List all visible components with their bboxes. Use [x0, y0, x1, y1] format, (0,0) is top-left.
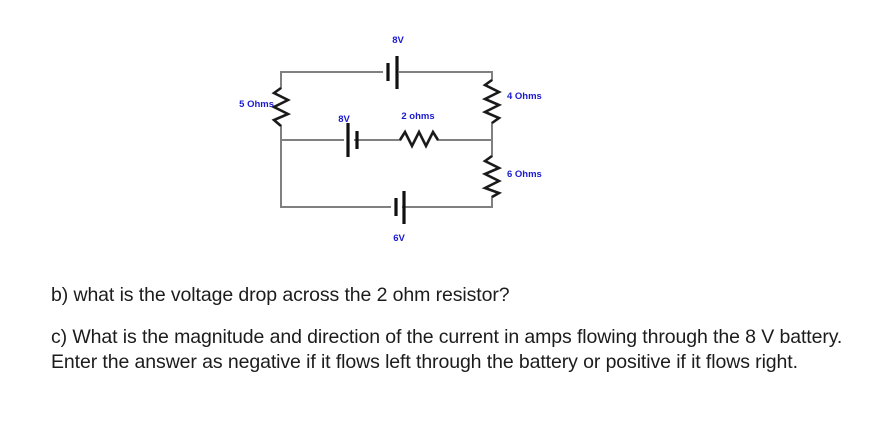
question-part-c: c) What is the magnitude and direction o…	[51, 325, 843, 374]
right-bottom-resistor-label: 6 Ohms	[507, 169, 542, 180]
question-part-b: b) what is the voltage drop across the 2…	[51, 284, 510, 306]
middle-resistor-symbol	[398, 129, 440, 149]
middle-battery-label: 8V	[338, 114, 350, 125]
top-battery-label: 8V	[392, 35, 404, 46]
left-resistor-symbol	[271, 86, 292, 127]
right-bottom-resistor-symbol	[481, 154, 503, 199]
circuit-figure: 8V 5 Ohms 4 Ohms 6 Ohms 8V 2 ohms 6V	[239, 35, 542, 244]
right-top-resistor-symbol	[481, 78, 503, 125]
middle-resistor-label: 2 ohms	[401, 111, 434, 122]
bottom-battery-label: 6V	[393, 233, 405, 244]
question-block: b) what is the voltage drop across the 2…	[51, 283, 851, 376]
right-top-resistor-label: 4 Ohms	[507, 91, 542, 102]
circuit-schematic: 8V 5 Ohms 4 Ohms 6 Ohms 8V 2 ohms 6V	[239, 35, 542, 244]
left-resistor-label: 5 Ohms	[239, 99, 274, 110]
